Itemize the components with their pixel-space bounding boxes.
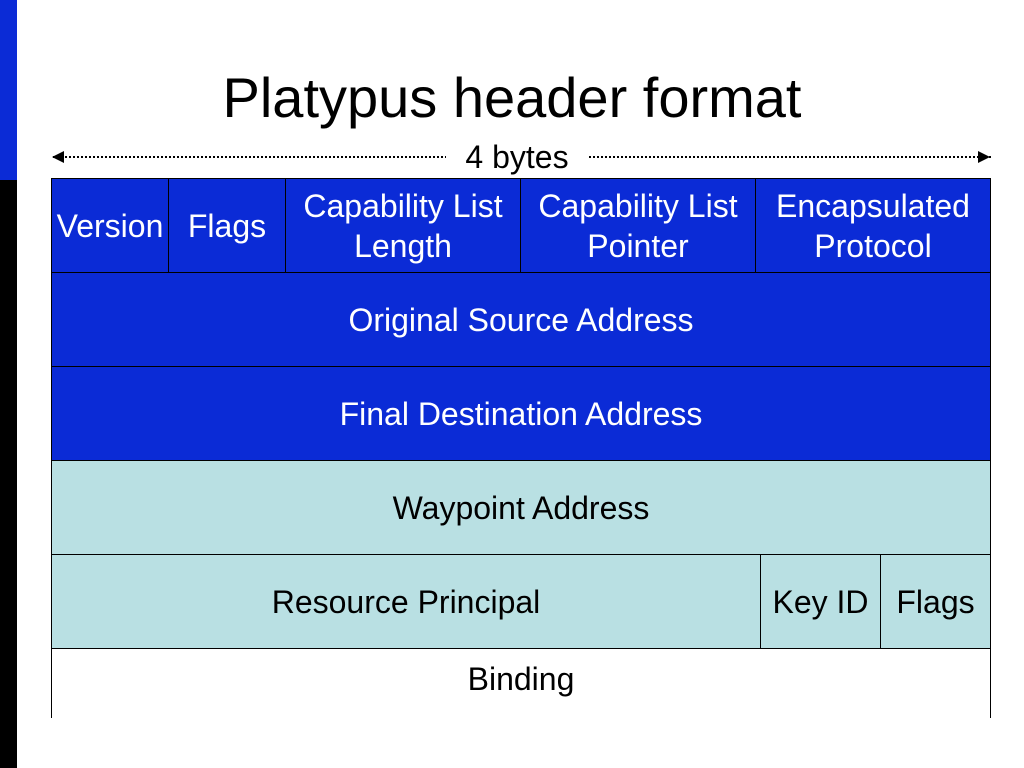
field-encapsulated-protocol-line1: Encapsulated xyxy=(776,187,970,224)
field-flags-2: Flags xyxy=(880,554,991,649)
field-key-id-label: Key ID xyxy=(772,583,869,620)
arrow-left-icon xyxy=(52,151,64,163)
field-waypoint-address: Waypoint Address xyxy=(51,460,991,555)
field-flags: Flags xyxy=(168,178,286,273)
left-accent-bar-black xyxy=(0,180,17,768)
arrow-right-icon xyxy=(978,151,990,163)
field-resource-principal: Resource Principal xyxy=(51,554,761,649)
field-final-destination-address-label: Final Destination Address xyxy=(339,395,703,432)
field-version: Version xyxy=(51,178,169,273)
field-final-destination-address: Final Destination Address xyxy=(51,366,991,461)
field-original-source-address: Original Source Address xyxy=(51,272,991,367)
field-key-id: Key ID xyxy=(760,554,881,649)
field-capability-list-pointer-line1: Capability List xyxy=(538,187,738,224)
field-version-label: Version xyxy=(56,207,164,244)
field-encapsulated-protocol-line2: Protocol xyxy=(814,227,932,264)
field-capability-list-length: Capability List Length xyxy=(285,178,521,273)
field-binding: Binding xyxy=(51,648,991,718)
field-flags-label: Flags xyxy=(187,207,267,244)
field-capability-list-length-line2: Length xyxy=(354,227,452,264)
field-original-source-address-label: Original Source Address xyxy=(348,301,694,338)
field-waypoint-address-label: Waypoint Address xyxy=(392,489,650,526)
slide-title: Platypus header format xyxy=(222,66,802,129)
field-capability-list-pointer-line2: Pointer xyxy=(587,227,689,264)
byte-width-label: 4 bytes xyxy=(446,139,588,175)
header-format-table: Version Flags Capability List Length Cap… xyxy=(51,178,991,718)
field-flags-2-label: Flags xyxy=(896,583,975,620)
left-accent-bar-blue xyxy=(0,0,17,180)
field-binding-label: Binding xyxy=(467,661,575,697)
field-encapsulated-protocol: Encapsulated Protocol xyxy=(755,178,991,273)
field-capability-list-length-line1: Capability List xyxy=(303,187,503,224)
field-capability-list-pointer: Capability List Pointer xyxy=(520,178,756,273)
field-resource-principal-label: Resource Principal xyxy=(271,583,541,620)
